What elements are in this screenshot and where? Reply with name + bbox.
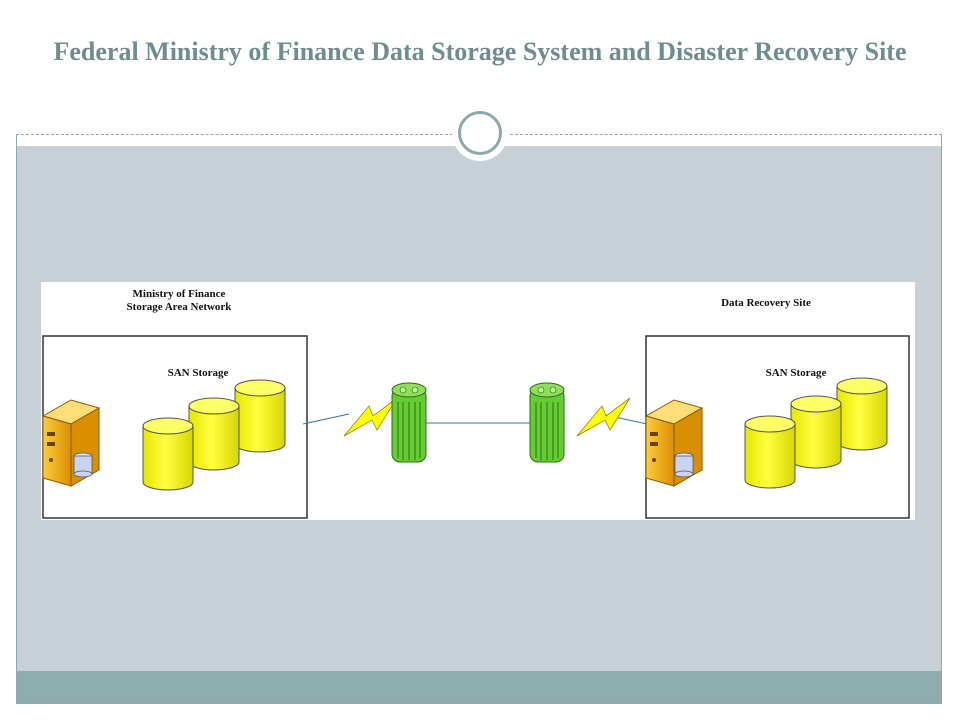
footer-band bbox=[17, 671, 941, 703]
storage-cylinder-right-2 bbox=[790, 395, 842, 469]
storage-cylinder-left-2 bbox=[188, 397, 240, 471]
router-right bbox=[529, 382, 565, 463]
network-diagram: Ministry of Finance Storage Area Network… bbox=[41, 282, 915, 520]
slide-title: Federal Ministry of Finance Data Storage… bbox=[53, 37, 907, 66]
storage-cylinder-left-3 bbox=[234, 379, 286, 453]
storage-cylinder-left-1 bbox=[142, 417, 194, 491]
storage-cylinder-right-3 bbox=[836, 377, 888, 451]
right-site-title: Data Recovery Site bbox=[721, 297, 811, 309]
circle-ring bbox=[458, 111, 502, 155]
storage-cylinder-right-1 bbox=[744, 415, 796, 489]
server-left bbox=[41, 399, 101, 487]
left-storage-label: SAN Storage bbox=[167, 367, 229, 379]
left-site-title-line2: Storage Area Network bbox=[126, 301, 232, 313]
router-left bbox=[391, 382, 427, 463]
right-storage-label: SAN Storage bbox=[765, 367, 827, 379]
diagram-canvas bbox=[41, 335, 910, 519]
lightning-left bbox=[343, 397, 398, 437]
lightning-right bbox=[576, 397, 631, 437]
link-left-server-lightning bbox=[302, 413, 350, 425]
server-right bbox=[644, 399, 704, 487]
circle-ornament bbox=[452, 105, 508, 161]
left-site-title: Ministry of Finance Storage Area Network bbox=[99, 288, 259, 314]
left-site-title-line1: Ministry of Finance bbox=[132, 288, 226, 300]
